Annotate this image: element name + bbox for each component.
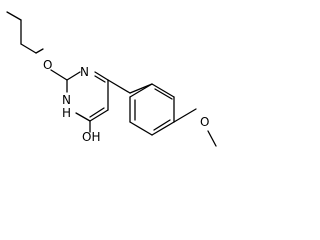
- bond-c5-c6-double: [89, 107, 105, 118]
- atom-label-ether-oxygen: O: [43, 58, 52, 72]
- bond-ar-3: [151, 121, 175, 136]
- atom-label-ring-nitrogen-bottom: N: [62, 93, 71, 107]
- molecule-drawing: O N N H OH O: [6, 11, 217, 147]
- bond-ar-1: [151, 83, 175, 98]
- bond-n3-c4: [94, 71, 109, 81]
- bond-ar-4: [129, 121, 153, 136]
- bond-ether-c2: [50, 69, 68, 81]
- bond-ar-3-inner: [153, 119, 171, 131]
- atom-label-ring-nitrogen-top: N: [80, 65, 89, 79]
- bond-ar-1-inner: [154, 88, 173, 100]
- bond-butyl-3: [20, 43, 37, 54]
- bond-ar-6: [129, 83, 153, 98]
- atom-label-methoxy-oxygen: O: [200, 115, 209, 129]
- structure-diagram: O N N H OH O: [6, 11, 217, 147]
- bond-butyl-4: [35, 48, 44, 54]
- bond-n3-c4-double: [94, 75, 106, 83]
- bond-ome-ch3: [207, 130, 217, 147]
- bond-butyl-1: [6, 11, 22, 21]
- atom-label-hydroxyl: OH: [82, 130, 100, 144]
- bond-c2-n3: [66, 71, 81, 81]
- bond-ar-ome: [173, 108, 197, 123]
- bond-c4-ch2: [107, 79, 131, 94]
- bond-c6-n1: [75, 112, 91, 122]
- bond-c5-c6: [89, 109, 109, 122]
- atom-label-ring-nh-hydrogen: H: [62, 106, 71, 120]
